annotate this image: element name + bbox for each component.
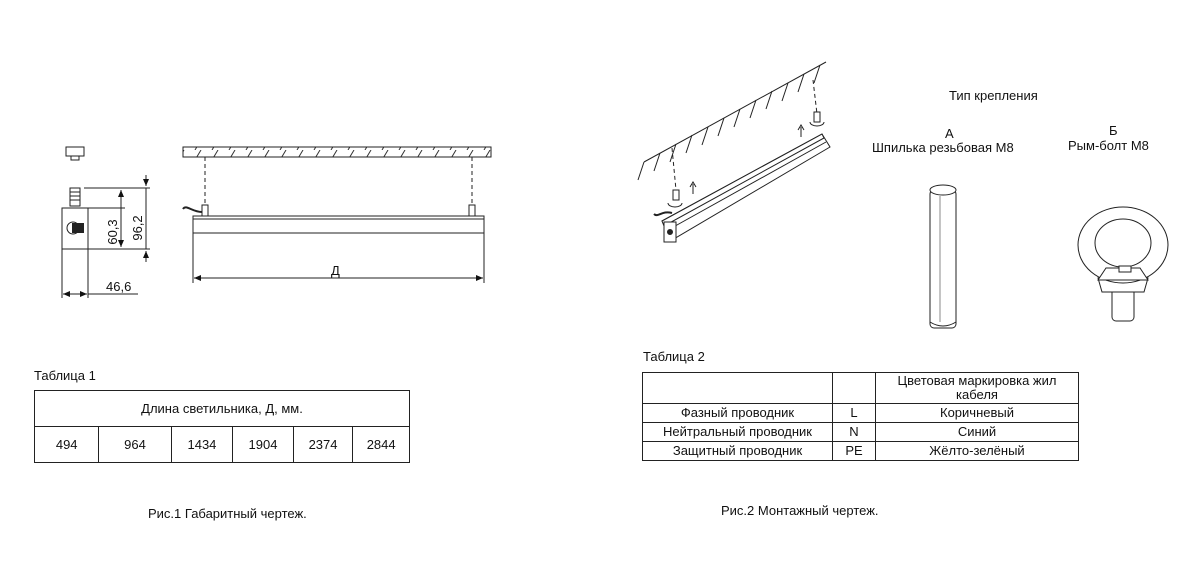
- table-row: 494 964 1434 1904 2374 2844: [33, 426, 410, 463]
- length-dimension: [192, 233, 485, 283]
- dim-height-60-3: 60,3: [105, 219, 120, 244]
- fig2-caption: Рис.2 Монтажный чертеж.: [721, 503, 879, 518]
- table2-title: Таблица 2: [643, 349, 705, 364]
- side-view-profile: [61, 146, 89, 250]
- table-row: Фазный проводник L Коричневый: [642, 403, 1079, 423]
- conductor-code: N: [832, 422, 876, 442]
- side-view-dimensions: [61, 175, 150, 298]
- length-value: 1904: [232, 426, 294, 463]
- length-value: 2844: [352, 426, 410, 463]
- length-table-header: Длина светильника, Д, мм.: [34, 390, 410, 427]
- cable-color-header: Цветовая маркировка жил кабеля: [875, 372, 1079, 404]
- conductor-name: Защитный проводник: [642, 441, 833, 461]
- dimension-drawing: 60,3 96,2 46,6 Д: [61, 146, 492, 298]
- conductor-name: Нейтральный проводник: [642, 422, 833, 442]
- mount-type-title: Тип крепления: [949, 88, 1038, 103]
- option-b-name: Рым-болт М8: [1068, 138, 1149, 153]
- option-b-letter: Б: [1109, 123, 1118, 138]
- conductor-code: L: [832, 403, 876, 423]
- conductor-name: Фазный проводник: [642, 403, 833, 423]
- length-value: 2374: [292, 426, 354, 463]
- table-header-empty: [642, 372, 833, 404]
- length-value: 964: [98, 426, 172, 463]
- table-row: Длина светильника, Д, мм.: [34, 390, 410, 427]
- suspension-cables: [667, 79, 825, 208]
- dim-width-46-6: 46,6: [106, 279, 131, 294]
- eye-bolt-illustration: [1077, 206, 1169, 322]
- conductor-color: Синий: [875, 422, 1079, 442]
- dim-height-96-2: 96,2: [130, 215, 145, 240]
- table-row: Нейтральный проводник N Синий: [642, 422, 1079, 442]
- option-a-letter: А: [945, 126, 954, 141]
- tilted-luminaire: [653, 133, 831, 243]
- length-value: 494: [33, 426, 100, 463]
- conductor-code: PE: [832, 441, 876, 461]
- front-view-luminaire: [182, 157, 485, 234]
- table1-title: Таблица 1: [34, 368, 96, 383]
- fig1-caption: Рис.1 Габаритный чертеж.: [148, 506, 307, 521]
- conductor-color: Жёлто-зелёный: [875, 441, 1079, 461]
- length-value: 1434: [170, 426, 234, 463]
- slanted-ceiling: [637, 61, 827, 181]
- conductor-color: Коричневый: [875, 403, 1079, 423]
- cable-color-table: Цветовая маркировка жил кабеля Фазный пр…: [642, 372, 1079, 461]
- table-header-empty: [832, 372, 876, 404]
- threaded-rod-illustration: [929, 184, 957, 329]
- length-table: Длина светильника, Д, мм. 494 964 1434 1…: [33, 390, 410, 463]
- table-row: Защитный проводник PE Жёлто-зелёный: [642, 441, 1079, 461]
- table-row: Цветовая маркировка жил кабеля: [642, 372, 1079, 404]
- mounting-drawing: Тип крепления А Шпилька резьбовая М8 Б Р…: [637, 61, 1169, 329]
- front-view-ceiling: [182, 146, 492, 158]
- option-a-name: Шпилька резьбовая М8: [872, 140, 1014, 155]
- dim-length-label: Д: [331, 263, 340, 278]
